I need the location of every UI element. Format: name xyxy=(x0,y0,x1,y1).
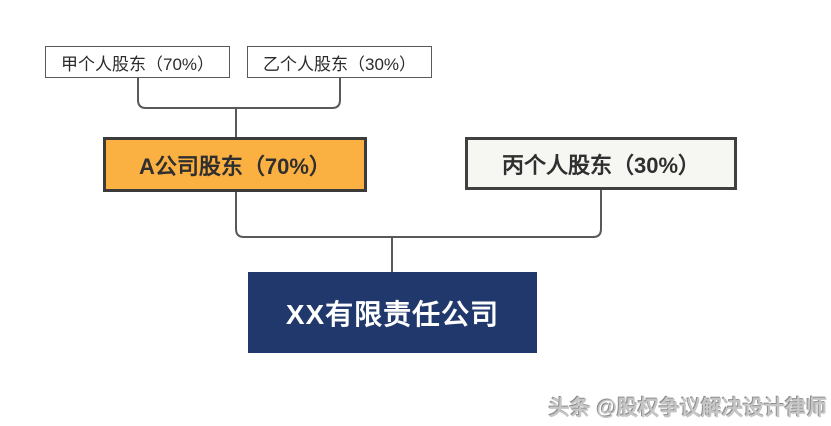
node-company: XX有限责任公司 xyxy=(248,272,537,353)
node-company-label: XX有限责任公司 xyxy=(285,298,500,330)
node-shareholder-yi-label: 乙个人股东（30%） xyxy=(262,54,417,74)
node-shareholder-a-company: A公司股东（70%） xyxy=(103,137,367,192)
node-shareholder-yi: 乙个人股东（30%） xyxy=(247,46,432,78)
node-shareholder-a-company-label: A公司股东（70%） xyxy=(139,153,331,179)
node-shareholder-bing: 丙个人股东（30%） xyxy=(465,137,737,190)
node-shareholder-jia-label: 甲个人股东（70%） xyxy=(60,54,215,74)
node-shareholder-bing-label: 丙个人股东（30%） xyxy=(501,152,701,178)
node-shareholder-jia: 甲个人股东（70%） xyxy=(45,46,230,78)
bracket-top-shareholders xyxy=(137,78,341,109)
watermark: 头条 @股权争议解决设计律师 xyxy=(548,397,827,420)
bracket-mid-shareholders xyxy=(235,190,602,238)
